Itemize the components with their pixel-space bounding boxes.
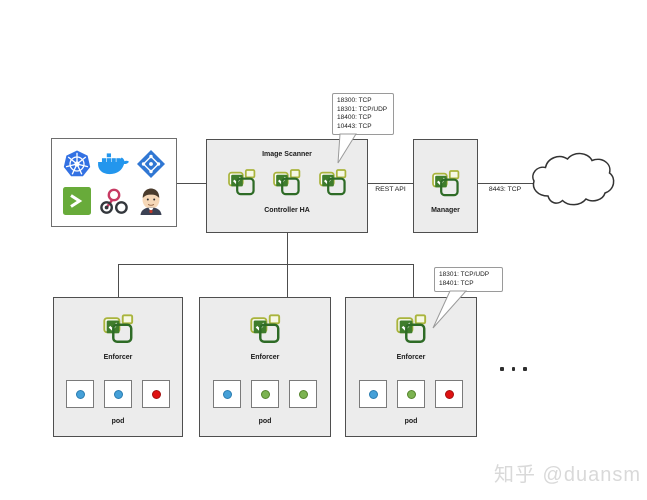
pod-status-dot [151, 389, 161, 399]
connector-tools-scanner [176, 183, 206, 185]
enforcer-label: Enforcer [103, 354, 133, 361]
watermark: 知乎 @duansm [493, 464, 641, 486]
connector-drop-enforcer-2 [287, 264, 289, 299]
pod [142, 380, 170, 408]
pod-status-dot [444, 389, 454, 399]
kubernetes-icon [63, 150, 90, 176]
pod-status-dot [113, 389, 123, 399]
connector-scanner-manager [368, 183, 413, 185]
controller-ports-callout: 18300: TCP 18301: TCP/UDP 18400: TCP 104… [332, 93, 394, 135]
enforcer-box-3: Enforcer pod [345, 297, 477, 437]
jenkins-icon [140, 188, 162, 216]
neuvector-enforcer-icon [394, 312, 428, 346]
more-enforcers-ellipsis [500, 367, 527, 371]
port-line: 18401: TCP [439, 279, 474, 287]
docker-icon [98, 153, 130, 175]
pod [213, 380, 241, 408]
manager-box: Manager [413, 139, 478, 233]
terminal-icon [62, 187, 91, 216]
neuvector-controller-icon [226, 167, 257, 198]
enforcer-box-2: Enforcer pod [199, 297, 331, 437]
pod-status-dot [406, 389, 416, 399]
image-scanner-label: Image Scanner [262, 151, 312, 158]
pod [435, 380, 463, 408]
manager-cloud-port-label: 8443: TCP [488, 186, 522, 193]
port-line: 18301: TCP/UDP [439, 271, 490, 278]
manager-label: Manager [431, 207, 460, 214]
pod-status-dot [368, 389, 378, 399]
pod [66, 380, 94, 408]
neuvector-manager-icon [430, 168, 461, 199]
enforcer-box-1: Enforcer pod [53, 297, 183, 437]
enforcer-label: Enforcer [250, 354, 280, 361]
pod [359, 380, 387, 408]
connector-controller-drop [287, 233, 289, 264]
neuvector-controller-icon [317, 167, 348, 198]
port-line: 18300: TCP [337, 97, 372, 104]
pod-status-dot [260, 389, 270, 399]
tools-box [51, 138, 177, 227]
pod-status-dot [75, 389, 85, 399]
pod-label: pod [404, 418, 418, 425]
pod [104, 380, 132, 408]
cloud-icon [532, 152, 615, 206]
connector-manager-cloud [478, 183, 535, 185]
enforcer-ports-callout: 18301: TCP/UDP 18401: TCP [434, 267, 503, 292]
callout-tail [337, 133, 357, 164]
pod-status-dot [222, 389, 232, 399]
neuvector-controller-icon [271, 167, 302, 198]
connector-drop-enforcer-3 [413, 264, 415, 297]
pod-label: pod [111, 418, 125, 425]
connector-bus [118, 264, 414, 266]
pod-status-dot [298, 389, 308, 399]
enforcer-label: Enforcer [396, 354, 426, 361]
controller-ha-label: Controller HA [264, 207, 310, 214]
pod [289, 380, 317, 408]
azure-devops-icon [137, 149, 166, 178]
neuvector-enforcer-icon [101, 312, 135, 346]
pod [251, 380, 279, 408]
neuvector-enforcer-icon [248, 312, 282, 346]
webhook-icon [100, 188, 128, 215]
pod [397, 380, 425, 408]
port-line: 18301: TCP/UDP [337, 105, 388, 113]
pod-label: pod [258, 418, 272, 425]
connector-drop-enforcer-1 [118, 264, 120, 297]
rest-api-label: REST API [375, 186, 406, 193]
callout-tail [432, 290, 468, 329]
port-line: 18400: TCP [337, 114, 372, 121]
port-line: 10443: TCP [337, 122, 372, 130]
